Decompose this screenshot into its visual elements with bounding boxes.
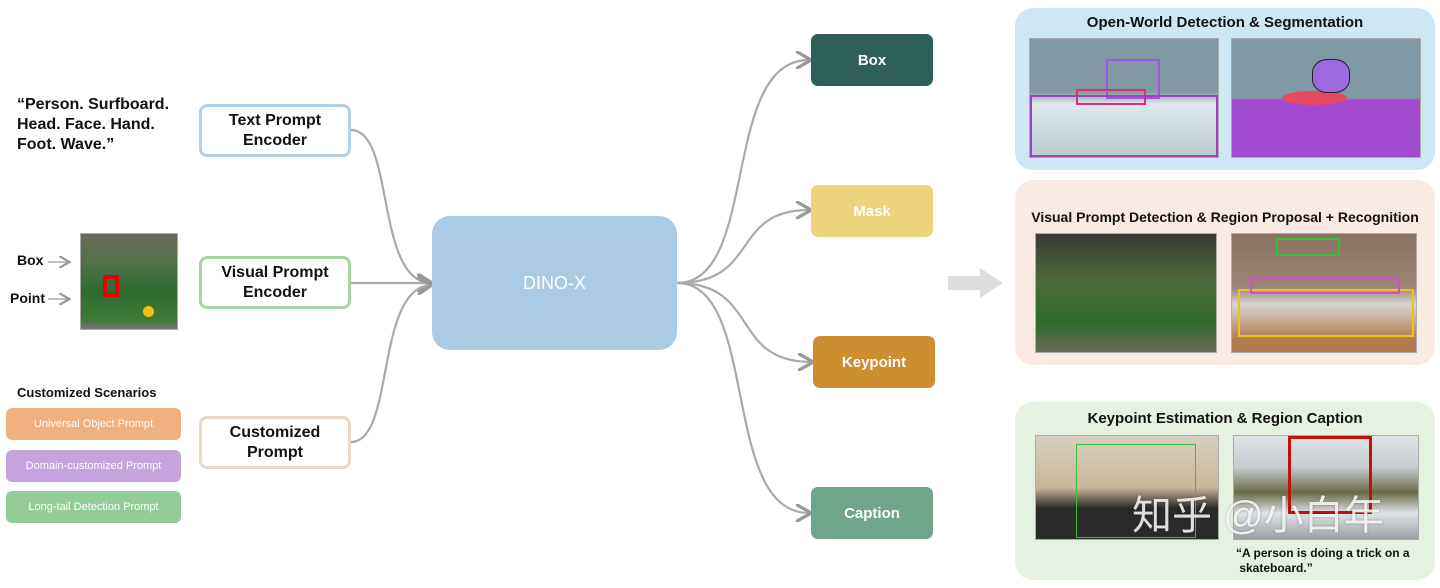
- caption-image: [1233, 435, 1419, 540]
- person-bbox: [1106, 59, 1160, 99]
- panel-title: Open-World Detection & Segmentation: [1086, 14, 1364, 31]
- panel-visual-prompt: Visual Prompt Detection & Region Proposa…: [1015, 180, 1435, 365]
- scenario-longtail: Long-tail Detection Prompt: [6, 491, 181, 523]
- scenarios-title: Customized Scenarios: [17, 385, 157, 400]
- output-caption: Caption: [811, 487, 933, 539]
- wave-bbox: [1030, 95, 1218, 157]
- sofa-bbox: [1238, 289, 1414, 337]
- scenario-domain: Domain-customized Prompt: [6, 450, 181, 482]
- arrow-text-to-model: [350, 128, 430, 283]
- box-label: Box: [17, 252, 44, 268]
- person-mask: [1312, 59, 1350, 93]
- surfboard-bbox: [1076, 89, 1146, 105]
- output-keypoint: Keypoint: [813, 336, 935, 388]
- surf-segmentation-image: [1231, 38, 1421, 158]
- region-caption-text: “A person is doing a trick on a skateboa…: [1236, 546, 1410, 575]
- person-keypoint-bbox: [1076, 444, 1196, 538]
- panel-title: Keypoint Estimation & Region Caption: [1087, 410, 1363, 427]
- watermelon-detection-image: [1035, 233, 1217, 353]
- point-label: Point: [10, 290, 45, 306]
- keypoint-image: [1035, 435, 1219, 540]
- box-prompt-marker: [103, 275, 119, 297]
- watermelon-image: [80, 233, 178, 330]
- arrow-model-to-mask: [676, 210, 809, 285]
- panel-title: Visual Prompt Detection & Region Proposa…: [1031, 209, 1419, 225]
- text-prompt-example: “Person. Surfboard. Head. Face. Hand. Fo…: [17, 96, 170, 153]
- arrow-model-to-box: [676, 60, 809, 285]
- visual-prompt-encoder: Visual Prompt Encoder: [199, 256, 351, 309]
- panel-detection-segmentation: Open-World Detection & Segmentation: [1015, 8, 1435, 170]
- arrow-model-to-caption: [676, 281, 809, 513]
- arrow-model-to-keypoint: [676, 281, 811, 362]
- watermark: 知乎 @小白年: [1132, 494, 1384, 538]
- painting-bbox: [1276, 238, 1340, 256]
- output-box: Box: [811, 34, 933, 86]
- living-room-detection-image: [1231, 233, 1417, 353]
- scenario-universal: Universal Object Prompt: [6, 408, 181, 440]
- point-prompt-marker: [143, 306, 154, 317]
- arrow-custom-to-model: [350, 285, 430, 444]
- surfboard-mask: [1282, 91, 1347, 105]
- panel-keypoint-caption: Keypoint Estimation & Region Caption “A …: [1015, 402, 1435, 580]
- output-mask: Mask: [811, 185, 933, 237]
- text-prompt-encoder: Text Prompt Encoder: [199, 104, 351, 157]
- surf-detection-image: [1029, 38, 1219, 158]
- customized-prompt: Customized Prompt: [199, 416, 351, 469]
- big-right-arrow: [948, 268, 1003, 298]
- dino-x-model: DINO-X: [432, 216, 677, 350]
- pillow-bbox: [1250, 278, 1400, 294]
- caption-region-bbox: [1288, 436, 1372, 514]
